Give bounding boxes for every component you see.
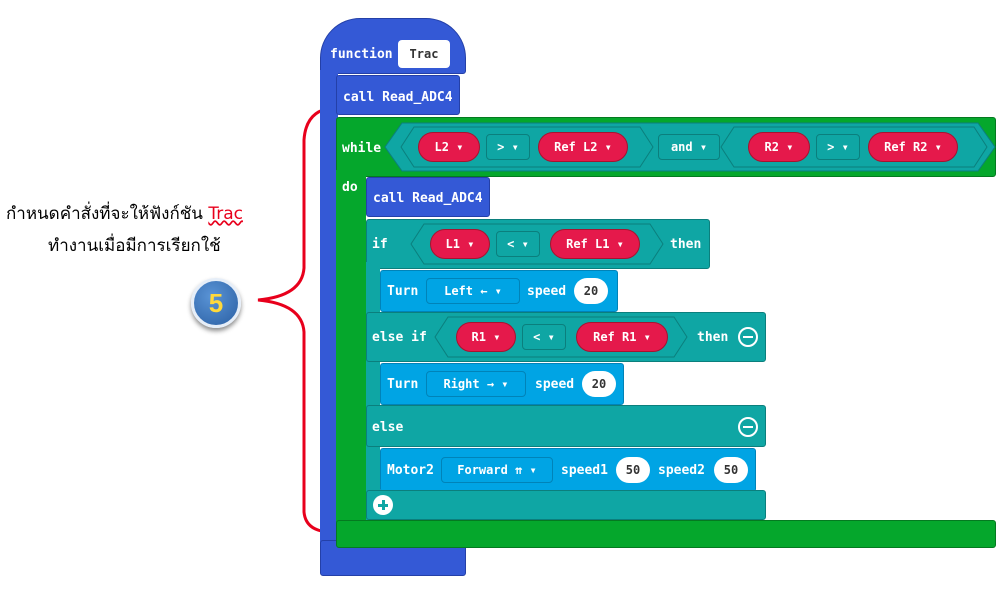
- turn-right-speed-label: speed: [535, 377, 575, 392]
- function-name-field[interactable]: Trac: [398, 40, 450, 68]
- speed2-input[interactable]: 50: [714, 457, 748, 483]
- if-footer: [366, 490, 766, 520]
- function-keyword: function: [330, 47, 393, 62]
- while-keyword: while: [342, 141, 382, 156]
- turn-right-speed-input[interactable]: 20: [582, 371, 616, 397]
- ref-l1-reporter[interactable]: Ref L1 ▾: [550, 229, 640, 259]
- function-spine: [320, 70, 338, 548]
- turn-left-speed-input[interactable]: 20: [574, 278, 608, 304]
- inner-call-label: call Read_ADC4: [373, 191, 483, 206]
- call-block[interactable]: [336, 75, 460, 115]
- call-label: call Read_ADC4: [343, 90, 453, 105]
- annotation-line-1: กำหนดคำสั่งที่จะให้ฟังก์ชัน Trac: [6, 200, 243, 227]
- op-lt-dropdown-2[interactable]: < ▾: [522, 324, 566, 350]
- op-lt-dropdown[interactable]: < ▾: [496, 231, 540, 257]
- turn-right-label: Turn: [387, 377, 419, 392]
- speed2-label: speed2: [658, 463, 705, 478]
- remove-else-if-icon[interactable]: [738, 327, 758, 347]
- step-badge: 5: [191, 278, 241, 328]
- r1-reporter[interactable]: R1 ▾: [456, 322, 516, 352]
- then-keyword-2: then: [697, 330, 729, 345]
- turn-left-label: Turn: [387, 284, 419, 299]
- remove-else-icon[interactable]: [738, 417, 758, 437]
- r2-reporter[interactable]: R2 ▾: [748, 132, 810, 162]
- else-row[interactable]: [366, 405, 766, 447]
- annotation-function-name: Trac: [208, 204, 243, 224]
- and-dropdown[interactable]: and ▾: [658, 134, 720, 160]
- motor-label: Motor2: [387, 463, 434, 478]
- inner-call-block[interactable]: [366, 177, 490, 217]
- op-gt-dropdown[interactable]: > ▾: [486, 134, 530, 160]
- l1-reporter[interactable]: L1 ▾: [430, 229, 490, 259]
- do-keyword: do: [342, 180, 358, 195]
- then-keyword: then: [670, 237, 702, 252]
- add-branch-icon[interactable]: [373, 495, 393, 515]
- left-direction-dropdown[interactable]: Left ← ▾: [426, 278, 520, 304]
- else-if-keyword: else if: [372, 330, 427, 345]
- right-direction-dropdown[interactable]: Right → ▾: [426, 371, 526, 397]
- else-keyword: else: [372, 420, 404, 435]
- motor-direction-dropdown[interactable]: Forward ⇈ ▾: [441, 457, 553, 483]
- ref-r2-reporter[interactable]: Ref R2 ▾: [868, 132, 958, 162]
- annotation-line-2: ทำงานเมื่อมีการเรียกใช้: [48, 236, 221, 256]
- annotation-line-1-text: กำหนดคำสั่งที่จะให้ฟังก์ชัน: [6, 204, 209, 224]
- l2-reporter[interactable]: L2 ▾: [418, 132, 480, 162]
- function-name: Trac: [409, 47, 439, 61]
- ref-l2-reporter[interactable]: Ref L2 ▾: [538, 132, 628, 162]
- while-footer: [336, 520, 996, 548]
- while-spine: [336, 170, 366, 532]
- turn-left-speed-label: speed: [527, 284, 567, 299]
- op-gt-dropdown-2[interactable]: > ▾: [816, 134, 860, 160]
- step-number: 5: [208, 287, 224, 318]
- if-keyword: if: [372, 237, 388, 252]
- speed1-label: speed1: [561, 463, 608, 478]
- ref-r1-reporter[interactable]: Ref R1 ▾: [576, 322, 668, 352]
- brace-path: [257, 106, 339, 534]
- speed1-input[interactable]: 50: [616, 457, 650, 483]
- if-spine: [366, 262, 380, 520]
